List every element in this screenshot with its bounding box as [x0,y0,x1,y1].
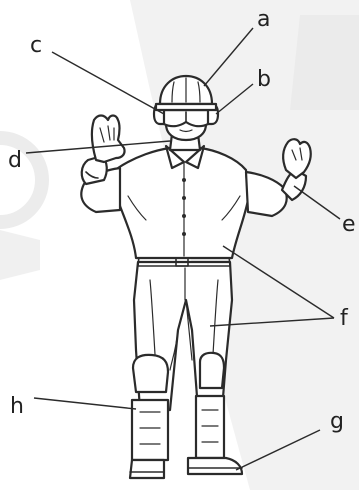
label-d: d [8,148,22,173]
label-e: e [342,212,356,237]
label-b: b [257,67,271,92]
label-f: f [340,306,349,331]
label-a: a [257,7,270,32]
left-arm [81,156,120,212]
label-c: c [30,33,42,58]
leader-h [34,398,136,409]
label-g: g [330,409,344,434]
coverall-shirt [118,146,248,258]
knee-shin-guards [132,353,224,460]
safety-boots [130,458,242,478]
label-h: h [10,394,24,419]
